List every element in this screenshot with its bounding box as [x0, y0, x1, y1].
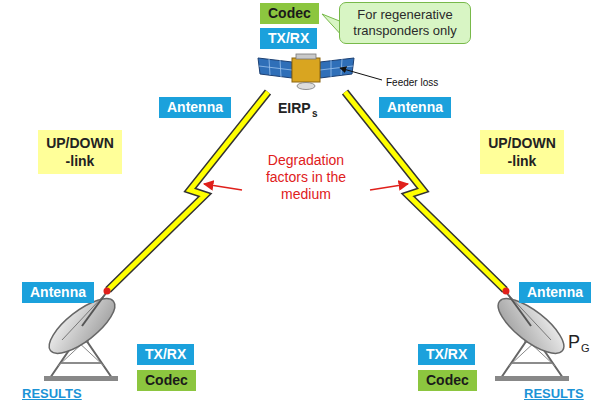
degradation-arrow — [204, 184, 242, 190]
antenna-box: Antenna — [159, 97, 231, 118]
node-text: UP/DOWN -link — [44, 134, 116, 170]
antenna-box: Antenna — [379, 97, 451, 118]
node-text: For regenerative transponders only — [346, 7, 464, 39]
subscript: s — [312, 108, 318, 119]
txrx-box: TX/RX — [418, 344, 475, 365]
node-text: Antenna — [167, 99, 223, 116]
node-text: Codec — [426, 372, 469, 389]
results-link: RESULTS — [524, 386, 584, 401]
node-text: Antenna — [387, 99, 443, 116]
node-text: TX/RX — [426, 346, 467, 363]
eirp-label: EIRP — [278, 100, 311, 116]
power-label: P — [568, 332, 580, 353]
degradation-note: Degradation factors in the medium — [245, 152, 367, 203]
callout-bubble: For regenerative transponders only — [339, 2, 471, 44]
node-text: Codec — [268, 5, 311, 22]
node-text: Codec — [145, 372, 188, 389]
leader-arrow — [340, 68, 382, 80]
antenna-box: Antenna — [22, 282, 94, 303]
txrx-box: TX/RX — [137, 344, 194, 365]
subscript: G — [581, 342, 590, 354]
codec-box: Codec — [418, 370, 477, 391]
node-text: UP/DOWN -link — [486, 134, 558, 170]
antenna-box: Antenna — [519, 282, 591, 303]
codec-box: Codec — [260, 3, 319, 24]
node-text: TX/RX — [145, 346, 186, 363]
txrx-box: TX/RX — [260, 28, 317, 49]
results-link: RESULTS — [22, 386, 82, 401]
callout-text: Feeder loss — [386, 77, 438, 88]
codec-box: Codec — [137, 370, 196, 391]
node-text: TX/RX — [268, 30, 309, 47]
lightning-link — [108, 92, 505, 290]
degradation-arrow — [370, 184, 408, 190]
link-box: UP/DOWN -link — [480, 130, 564, 174]
satellite — [258, 54, 354, 90]
node-text: Antenna — [30, 284, 86, 301]
link-box: UP/DOWN -link — [38, 130, 122, 174]
node-text: Antenna — [527, 284, 583, 301]
